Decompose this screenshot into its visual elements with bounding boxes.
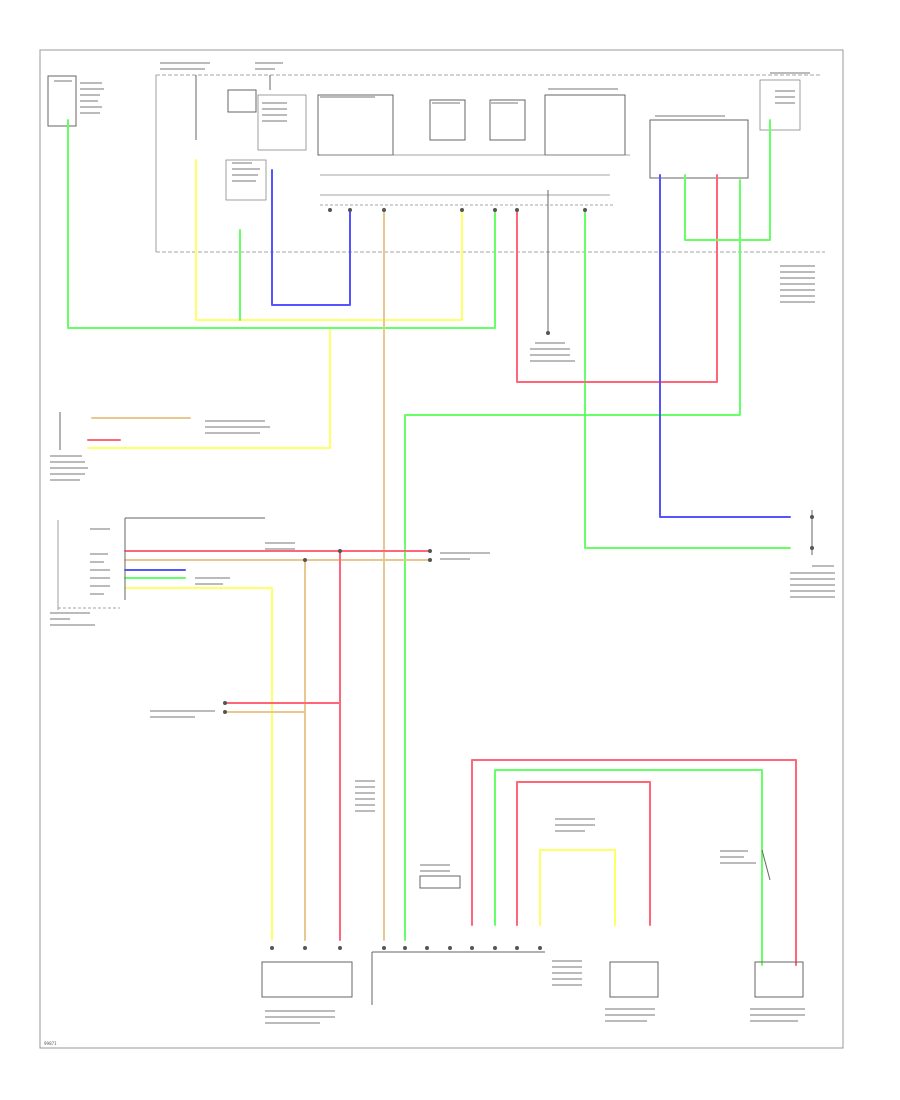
diagram-frame bbox=[39, 49, 844, 1049]
ac-compressor-clutch bbox=[754, 961, 804, 998]
fuse-box-connector bbox=[227, 89, 257, 113]
relay-4 bbox=[544, 94, 626, 156]
relay-1 bbox=[317, 94, 394, 156]
climate-control-unit bbox=[57, 517, 265, 610]
wire-red-relay bbox=[516, 174, 718, 383]
wire-yellow-lower bbox=[539, 849, 616, 926]
wire-yellow-harness bbox=[124, 587, 273, 941]
wire-red-lower bbox=[471, 759, 797, 966]
pressure-switch bbox=[761, 849, 771, 881]
ecm-connector bbox=[371, 951, 545, 1005]
footer-code: 99871 bbox=[44, 1041, 57, 1046]
wire-green-left bbox=[67, 119, 496, 329]
ac-compressor-relay bbox=[649, 119, 749, 179]
wire-green-ecm bbox=[404, 179, 741, 941]
fuse-label-box bbox=[257, 94, 307, 151]
ac-thermistor bbox=[609, 961, 659, 998]
wire-yellow-top bbox=[195, 159, 463, 321]
wire-blue-top bbox=[271, 169, 351, 306]
under-dash-fuse-box bbox=[47, 74, 825, 335]
compressor-relay-lower bbox=[419, 875, 461, 889]
wire-green-relay bbox=[684, 119, 771, 241]
refrigerant-pressure-sensor bbox=[261, 961, 353, 998]
relay-3 bbox=[489, 99, 526, 141]
wire-blue-sensor bbox=[659, 174, 791, 518]
fuse-label-mid bbox=[225, 159, 267, 201]
relay-2 bbox=[429, 99, 466, 141]
wire-green-lower bbox=[494, 769, 763, 966]
fuse-label-right bbox=[759, 79, 801, 131]
fuse-block-left bbox=[47, 75, 77, 127]
label-marks bbox=[50, 62, 835, 1024]
wire-red-lower-2 bbox=[516, 781, 651, 926]
wire-yellow-diag bbox=[87, 329, 331, 449]
wire-green-sensor bbox=[584, 209, 791, 549]
connector-pins bbox=[223, 208, 814, 950]
